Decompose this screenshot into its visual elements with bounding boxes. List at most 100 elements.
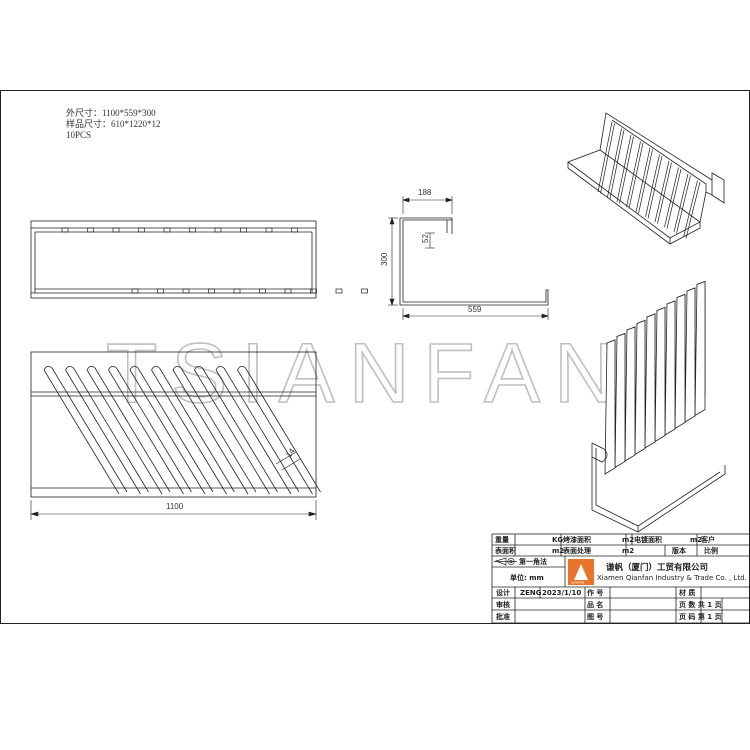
bottom-slot bbox=[284, 288, 292, 294]
iso-bar bbox=[657, 162, 672, 224]
iso-bar bbox=[616, 134, 632, 203]
panel-face bbox=[634, 319, 646, 456]
slanted-bar-edge bbox=[202, 367, 278, 493]
panel-face bbox=[674, 293, 686, 430]
tb-material: 材 质 bbox=[678, 588, 695, 597]
watermark: TSIANFAN bbox=[106, 326, 629, 420]
title-block bbox=[491, 533, 750, 624]
panel-face bbox=[604, 339, 616, 475]
bottom-slot bbox=[182, 288, 190, 294]
tb-designer: ZENG bbox=[520, 589, 542, 597]
slanted-bar-edge bbox=[215, 369, 292, 495]
length-dimension bbox=[29, 500, 318, 520]
panel-face bbox=[664, 300, 676, 436]
slanted-bar-edge bbox=[223, 367, 300, 493]
iso-bar bbox=[666, 168, 682, 229]
bottom-slot bbox=[157, 288, 164, 294]
panel-face bbox=[684, 287, 696, 423]
slanted-bar-cap bbox=[194, 366, 203, 371]
iso-bar bbox=[635, 147, 651, 213]
tb-page-no: 页 码 第 1 页 bbox=[679, 612, 722, 621]
side-profile-view bbox=[399, 217, 549, 306]
tb-unit-m2-d: m2 bbox=[622, 547, 634, 555]
iso-bar bbox=[628, 142, 644, 209]
tb-unit: 单位: mm bbox=[510, 573, 544, 582]
iso-bar bbox=[683, 180, 698, 238]
bottom-slot bbox=[233, 288, 241, 294]
panel-face bbox=[694, 280, 706, 417]
tb-paint-area: 烤漆面积 bbox=[563, 535, 591, 544]
tb-unit-m2-b: m2 bbox=[690, 536, 702, 544]
loaded-rack-base bbox=[591, 442, 726, 533]
slanted-bar-cap bbox=[151, 366, 160, 371]
slanted-bar-edge bbox=[137, 367, 214, 493]
bottom-slot bbox=[131, 288, 139, 294]
slanted-bar-edge bbox=[51, 367, 128, 493]
tb-surface-area: 表面积 bbox=[494, 546, 516, 555]
iso-bar bbox=[638, 149, 653, 214]
iso-bar bbox=[597, 121, 613, 193]
iso-bar bbox=[673, 173, 689, 233]
iso-bar bbox=[607, 128, 622, 198]
slot-dimension-label: 14 bbox=[284, 446, 297, 459]
top-slot bbox=[291, 227, 298, 233]
tb-projection: 第一角法 bbox=[519, 557, 547, 566]
slanted-bar-edge bbox=[65, 369, 141, 495]
top-width-dimension-label: 188 bbox=[418, 188, 432, 197]
iso-bar bbox=[685, 181, 701, 239]
slanted-bar-cap bbox=[108, 366, 117, 371]
top-slot bbox=[214, 227, 222, 233]
profile-dimensions bbox=[388, 196, 549, 320]
tb-company-en: Xiamen Qianfan Industry & Trade Co. , Lt… bbox=[597, 574, 747, 582]
slanted-bar-edge bbox=[237, 369, 313, 495]
panel-face bbox=[644, 313, 656, 449]
quantity-note: 10PCS bbox=[66, 130, 92, 140]
lip-dimension-label: 52 bbox=[421, 234, 430, 243]
top-slot bbox=[240, 227, 247, 233]
loaded-rack-panels bbox=[604, 280, 706, 475]
slanted-bar-edge bbox=[194, 369, 270, 495]
iso-bar bbox=[600, 123, 615, 194]
slanted-bar-edge bbox=[73, 367, 149, 493]
tb-product-no: 作 号 bbox=[587, 588, 603, 597]
slanted-bar-cap bbox=[215, 366, 225, 371]
bottom-slot bbox=[335, 288, 343, 294]
slanted-bar-cap bbox=[86, 366, 96, 371]
top-slot bbox=[163, 227, 171, 233]
slanted-bar-edge bbox=[180, 367, 257, 493]
company-logo: QIANFAN bbox=[568, 559, 594, 585]
slanted-bar-edge bbox=[108, 369, 184, 495]
svg-text:QIANFAN: QIANFAN bbox=[571, 581, 584, 585]
slanted-bar-cap bbox=[172, 366, 182, 371]
bottom-view-slots bbox=[131, 288, 368, 294]
iso-bar bbox=[664, 167, 679, 228]
slanted-bar-cap bbox=[129, 366, 139, 371]
slot-dimension bbox=[275, 451, 301, 471]
bottom-slot bbox=[259, 288, 266, 294]
iso-bar bbox=[676, 175, 691, 234]
tb-version: 版本 bbox=[672, 546, 686, 555]
length-dimension-label: 1100 bbox=[166, 502, 184, 511]
iso-bar bbox=[626, 141, 641, 208]
tb-surface-treatment: 表面处理 bbox=[562, 546, 591, 555]
panel-face bbox=[654, 306, 666, 443]
slanted-bar-edge bbox=[159, 367, 235, 493]
outer-size-note: 外尺寸：1100*559*300 bbox=[66, 108, 156, 118]
sample-size-note: 样品尺寸：610*1220*12 bbox=[66, 119, 161, 129]
tb-weight-unit: KG bbox=[552, 536, 563, 544]
tb-approve: 批准 bbox=[496, 612, 510, 621]
top-slot bbox=[112, 227, 120, 233]
slanted-bar-cap bbox=[65, 366, 74, 371]
tb-plating-area: 电镀面积 bbox=[634, 535, 662, 544]
top-slot bbox=[265, 227, 273, 233]
tb-design: 设计 bbox=[496, 588, 510, 597]
isometric-slanted-bars bbox=[597, 121, 701, 239]
tb-product-name: 品 名 bbox=[587, 600, 603, 609]
panel-face bbox=[624, 326, 636, 462]
tb-date: 2023/1/10 bbox=[542, 589, 581, 597]
height-dimension-label: 300 bbox=[380, 252, 389, 266]
top-elevation-view bbox=[30, 220, 317, 299]
tb-scale: 比例 bbox=[704, 546, 718, 555]
isometric-rack-view bbox=[567, 112, 725, 245]
top-slot bbox=[87, 227, 94, 233]
